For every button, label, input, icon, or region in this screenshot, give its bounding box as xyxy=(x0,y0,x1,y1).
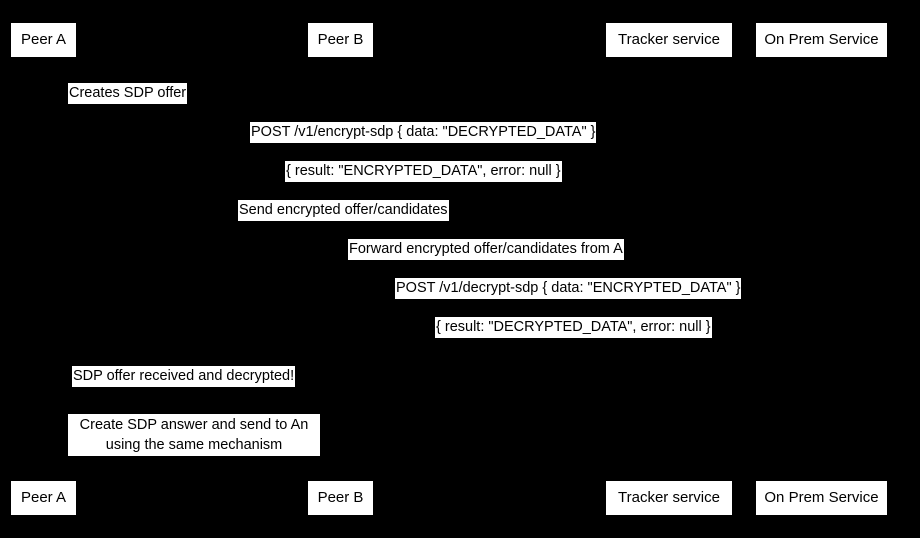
participant-tracker-service-bottom[interactable]: Tracker service xyxy=(605,480,733,516)
message-label-creates-sdp-offer: Creates SDP offer xyxy=(68,83,188,104)
arrow-post-decrypt-sdp xyxy=(340,299,821,300)
message-label-sdp-offer-received: SDP offer received and decrypted! xyxy=(72,366,296,387)
participant-tracker-service-top[interactable]: Tracker service xyxy=(605,22,733,58)
message-label-create-sdp-answer: Create SDP answer and send to An using t… xyxy=(68,414,320,456)
message-label-forward-encrypted-offer: Forward encrypted offer/candidates from … xyxy=(348,239,624,260)
arrow-sdp-offer-received xyxy=(43,387,340,388)
lifeline-on-prem-service xyxy=(821,58,822,480)
arrow-creates-sdp-offer xyxy=(43,104,173,105)
arrow-encrypt-sdp-result xyxy=(43,182,821,183)
arrow-send-encrypted-offer xyxy=(43,221,668,222)
lifeline-peer-a xyxy=(43,58,44,480)
arrow-decrypt-sdp-result xyxy=(340,338,821,339)
lifeline-tracker-service xyxy=(668,58,669,480)
lifeline-peer-b xyxy=(340,58,341,480)
message-label-send-encrypted-offer: Send encrypted offer/candidates xyxy=(238,200,449,221)
participant-peer-b-top[interactable]: Peer B xyxy=(307,22,374,58)
participant-peer-a-top[interactable]: Peer A xyxy=(10,22,77,58)
participant-on-prem-service-bottom[interactable]: On Prem Service xyxy=(755,480,888,516)
message-label-encrypt-sdp-result: { result: "ENCRYPTED_DATA", error: null … xyxy=(285,161,562,182)
message-label-post-decrypt-sdp: POST /v1/decrypt-sdp { data: "ENCRYPTED_… xyxy=(395,278,742,299)
arrow-post-encrypt-sdp xyxy=(43,143,821,144)
participant-on-prem-service-top[interactable]: On Prem Service xyxy=(755,22,888,58)
message-label-post-encrypt-sdp: POST /v1/encrypt-sdp { data: "DECRYPTED_… xyxy=(250,122,597,143)
participant-peer-b-bottom[interactable]: Peer B xyxy=(307,480,374,516)
message-label-decrypt-sdp-result: { result: "DECRYPTED_DATA", error: null … xyxy=(435,317,712,338)
arrow-forward-encrypted-offer xyxy=(340,260,668,261)
participant-peer-a-bottom[interactable]: Peer A xyxy=(10,480,77,516)
